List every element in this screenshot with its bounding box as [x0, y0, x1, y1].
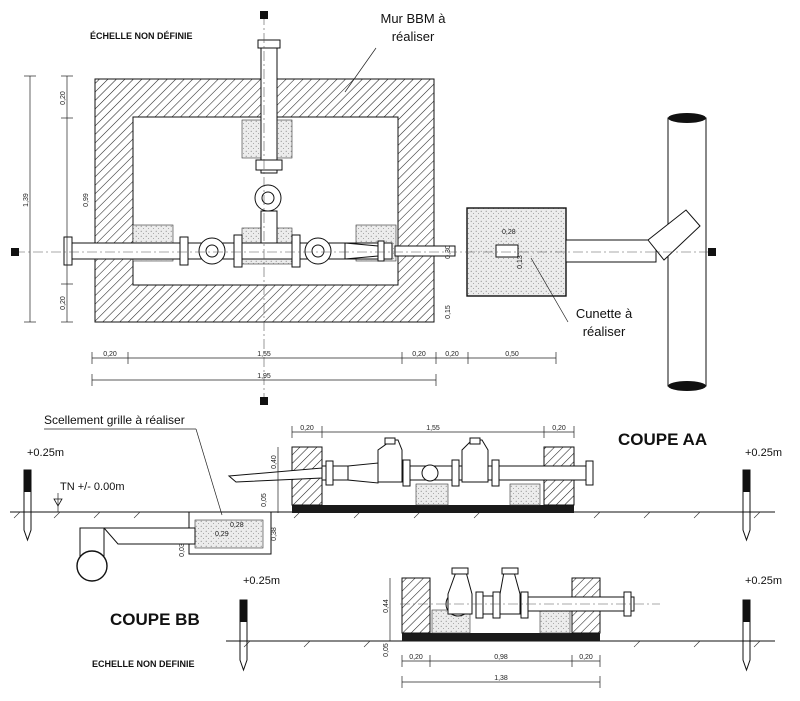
wall-section — [401, 577, 431, 634]
dim-label: 1,38 — [494, 675, 508, 682]
ground-hatch — [243, 640, 761, 648]
dim-label: 1,39 — [23, 193, 30, 207]
level-label: +0.25m — [243, 575, 280, 587]
dim-label: 0,20 — [552, 425, 566, 432]
dim-label: 0,28 — [230, 522, 244, 529]
level-label: +0.25m — [27, 447, 64, 459]
section-aa-title: COUPE AA — [618, 430, 707, 449]
aa-dimension-chain: 0,20 1,55 0,20 0,40 0,05 0,38 — [261, 425, 575, 541]
dim-label: 0,40 — [271, 455, 278, 469]
dim-label: 0,28 — [502, 229, 516, 236]
leader-line — [530, 257, 569, 323]
concrete-support — [415, 483, 449, 506]
dim-label: 1,55 — [257, 351, 271, 358]
level-label: +0.25m — [745, 447, 782, 459]
dim-label: 0,20 — [60, 91, 67, 105]
dim-label: 0,20 — [579, 654, 593, 661]
plan-dimension-chain: 0,20 1,55 0,20 0,20 0,50 1,95 — [91, 351, 557, 386]
callout-cunette-line2: réaliser — [583, 324, 626, 339]
dim-label: 1,95 — [257, 373, 271, 380]
callout-cunette-line1: Cunette à — [576, 306, 633, 321]
dim-label: 0,29 — [215, 531, 229, 538]
section-bb: COUPE BB ECHELLE NON DEFINIE — [92, 567, 782, 688]
dim-label: 0,30 — [445, 245, 452, 259]
dim-label: 0,50 — [505, 351, 519, 358]
vertical-pipe — [254, 39, 283, 244]
grate-chamber: 0,29 0,28 0,03 — [76, 511, 272, 582]
concrete-slab — [402, 633, 600, 641]
main-pipe — [63, 234, 456, 268]
dim-label: 0,98 — [494, 654, 508, 661]
dim-label: 0,15 — [445, 305, 452, 319]
level-marker: +0.25m — [742, 575, 782, 672]
section-aa: COUPE AA — [10, 413, 782, 582]
level-marker: +0.25m — [239, 575, 280, 672]
dim-label: 0,38 — [271, 527, 278, 541]
dim-label: 0,05 — [261, 493, 268, 507]
pipe-section-circle — [76, 550, 108, 582]
dim-label: 0,44 — [383, 599, 390, 613]
callout-mur-line2: réaliser — [392, 29, 435, 44]
dim-label: 0,05 — [383, 643, 390, 657]
section-marker — [260, 397, 268, 405]
pipe-elevation-aa — [227, 437, 594, 487]
concrete-slab — [292, 505, 574, 513]
level-marker: +0.25m — [742, 447, 782, 542]
bb-dimension-chain: 0,20 0,98 0,20 1,38 0,44 0,05 — [383, 578, 601, 688]
dim-label: 0,20 — [300, 425, 314, 432]
dim-label: 1,55 — [426, 425, 440, 432]
dim-label: 0,20 — [60, 296, 67, 310]
callout-scellement: Scellement grille à réaliser — [44, 413, 185, 427]
section-marker — [260, 11, 268, 19]
dim-label: 0,03 — [179, 543, 186, 557]
dim-label: 0,20 — [412, 351, 426, 358]
leader-line — [344, 47, 377, 93]
plan-view: ÉCHELLE NON DÉFINIE — [11, 11, 716, 405]
leader-line — [195, 428, 223, 516]
dim-label: 0,20 — [445, 351, 459, 358]
section-marker — [708, 248, 716, 256]
dim-label: 0,20 — [409, 654, 423, 661]
callout-mur-line1: Mur BBM à — [380, 11, 446, 26]
concrete-support — [539, 609, 571, 634]
level-label: +0.25m — [745, 575, 782, 587]
section-bb-title: COUPE BB — [110, 610, 200, 629]
dim-label: 0,13 — [517, 255, 524, 269]
pipe-elevation-bb — [400, 567, 660, 619]
plan-vertical-dims: 0,20 0,99 0,20 1,39 0,28 0,30 0,13 0,15 — [23, 75, 524, 323]
dim-label: 0,99 — [83, 193, 90, 207]
scale-note-bottom: ECHELLE NON DEFINIE — [92, 659, 195, 669]
section-marker — [11, 248, 19, 256]
concrete-support — [509, 483, 541, 506]
dim-label: 0,20 — [103, 351, 117, 358]
level-marker: +0.25m — [23, 447, 64, 542]
scale-note-top: ÉCHELLE NON DÉFINIE — [90, 31, 193, 41]
tn-label: TN +/- 0.00m — [60, 481, 125, 493]
